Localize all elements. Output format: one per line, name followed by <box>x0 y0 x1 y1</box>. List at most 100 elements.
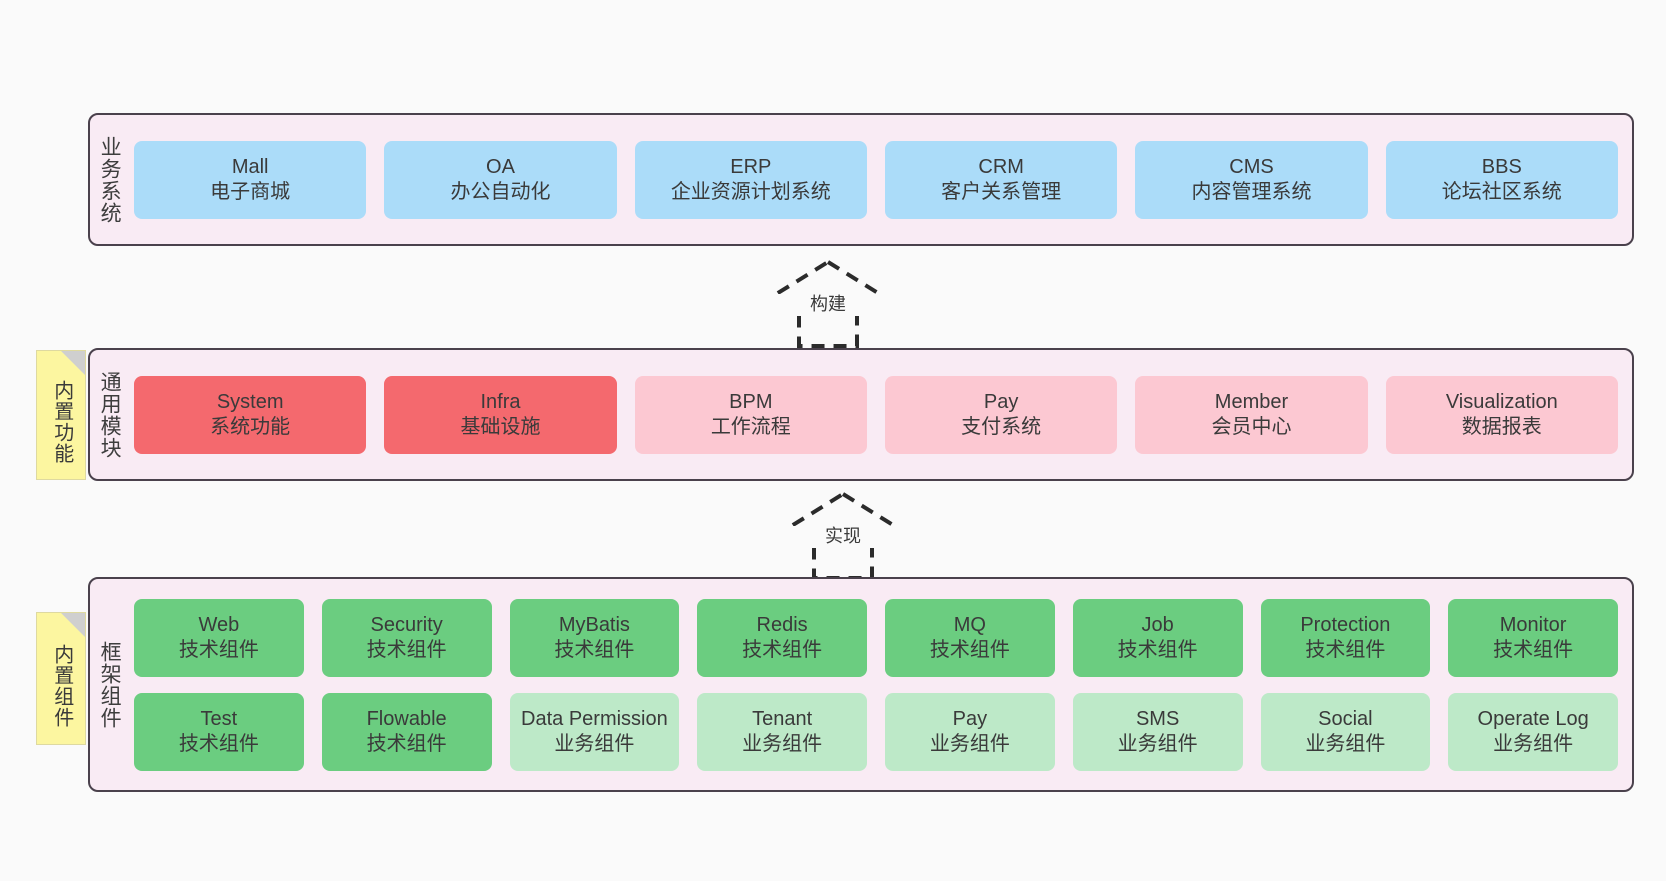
note-builtin-features: 内置功能 <box>36 350 86 480</box>
component-card-social[interactable]: Social 业务组件 <box>1260 692 1431 771</box>
component-card-subtitle: 业务组件 <box>742 732 823 755</box>
component-card-subtitle: 技术组件 <box>1305 638 1386 661</box>
component-card-data-permission[interactable]: Data Permission 业务组件 <box>509 692 680 771</box>
layer-framework-components-body: Web 技术组件 Security 技术组件 MyBatis 技术组件 Redi… <box>128 579 1632 790</box>
component-card-title: Monitor <box>1499 613 1567 636</box>
module-card-visualization[interactable]: Visualization 数据报表 <box>1385 375 1618 454</box>
layer-row: Test 技术组件 Flowable 技术组件 Data Permission … <box>134 692 1618 771</box>
component-card-subtitle: 技术组件 <box>929 638 1010 661</box>
module-card-oa[interactable]: OA 办公自动化 <box>384 140 617 219</box>
module-card-subtitle: 会员中心 <box>1211 415 1292 438</box>
layer-business-systems-body: Mall 电子商城 OA 办公自动化 ERP 企业资源计划系统 CRM 客户关系… <box>128 115 1632 244</box>
component-card-title: MyBatis <box>558 613 630 636</box>
layer-row: System 系统功能 Infra 基础设施 BPM 工作流程 Pay 支付系统… <box>134 375 1618 454</box>
connector-implement: 实现 <box>764 490 922 582</box>
module-card-mall[interactable]: Mall 电子商城 <box>134 140 367 219</box>
connector-build: 构建 <box>749 258 907 350</box>
module-card-subtitle: 电子商城 <box>210 180 291 203</box>
module-card-subtitle: 办公自动化 <box>450 180 551 203</box>
component-card-subtitle: 业务组件 <box>1493 732 1574 755</box>
layer-framework-components: 框架组件 Web 技术组件 Security 技术组件 MyBatis 技术组件… <box>88 577 1634 792</box>
layer-row: Web 技术组件 Security 技术组件 MyBatis 技术组件 Redi… <box>134 598 1618 677</box>
module-card-title: Visualization <box>1445 390 1558 413</box>
module-card-subtitle: 工作流程 <box>710 415 791 438</box>
component-card-monitor[interactable]: Monitor 技术组件 <box>1448 598 1618 677</box>
component-card-sms[interactable]: SMS 业务组件 <box>1072 692 1243 771</box>
component-card-subtitle: 技术组件 <box>1493 638 1574 661</box>
component-card-subtitle: 技术组件 <box>178 638 259 661</box>
module-card-erp[interactable]: ERP 企业资源计划系统 <box>634 140 867 219</box>
module-card-crm[interactable]: CRM 客户关系管理 <box>884 140 1118 219</box>
module-card-subtitle: 基础设施 <box>460 415 541 438</box>
module-card-subtitle: 系统功能 <box>210 415 291 438</box>
component-card-subtitle: 业务组件 <box>554 732 635 755</box>
component-card-title: Tenant <box>752 707 813 730</box>
component-card-subtitle: 业务组件 <box>1117 732 1198 755</box>
component-card-title: Pay <box>952 707 988 730</box>
component-card-title: Redis <box>756 613 808 636</box>
component-card-web[interactable]: Web 技术组件 <box>134 598 304 677</box>
component-card-subtitle: 业务组件 <box>929 732 1010 755</box>
component-card-title: Operate Log <box>1477 707 1589 730</box>
module-card-member[interactable]: Member 会员中心 <box>1135 375 1368 454</box>
component-card-subtitle: 技术组件 <box>554 638 635 661</box>
component-card-title: SMS <box>1135 707 1180 730</box>
component-card-subtitle: 技术组件 <box>366 638 447 661</box>
module-card-subtitle: 数据报表 <box>1461 415 1542 438</box>
note-fold-icon <box>61 351 85 375</box>
component-card-title: Web <box>198 613 240 636</box>
component-card-pay[interactable]: Pay 业务组件 <box>885 692 1055 771</box>
module-card-title: OA <box>486 155 515 178</box>
module-card-title: CMS <box>1229 155 1274 178</box>
module-card-cms[interactable]: CMS 内容管理系统 <box>1135 140 1368 219</box>
module-card-title: CRM <box>978 155 1024 178</box>
module-card-bpm[interactable]: BPM 工作流程 <box>634 375 867 454</box>
module-card-infra[interactable]: Infra 基础设施 <box>384 375 617 454</box>
component-card-operate-log[interactable]: Operate Log 业务组件 <box>1448 692 1618 771</box>
module-card-title: BPM <box>729 390 773 413</box>
component-card-security[interactable]: Security 技术组件 <box>321 598 492 677</box>
component-card-title: Test <box>200 707 238 730</box>
component-card-tenant[interactable]: Tenant 业务组件 <box>697 692 867 771</box>
component-card-subtitle: 技术组件 <box>742 638 823 661</box>
module-card-title: BBS <box>1481 155 1522 178</box>
component-card-flowable[interactable]: Flowable 技术组件 <box>321 692 492 771</box>
module-card-subtitle: 论坛社区系统 <box>1441 180 1562 203</box>
component-card-job[interactable]: Job 技术组件 <box>1072 598 1243 677</box>
layer-framework-components-label: 框架组件 <box>98 640 122 729</box>
module-card-subtitle: 客户关系管理 <box>941 180 1062 203</box>
component-card-title: Protection <box>1300 613 1391 636</box>
layer-business-systems-label: 业务系统 <box>98 135 122 224</box>
module-card-bbs[interactable]: BBS 论坛社区系统 <box>1385 140 1618 219</box>
note-builtin-features-label: 内置功能 <box>50 380 73 464</box>
component-card-title: Data Permission <box>521 707 668 730</box>
component-card-mq[interactable]: MQ 技术组件 <box>885 598 1055 677</box>
component-card-title: Flowable <box>366 707 447 730</box>
component-card-title: Social <box>1318 707 1373 730</box>
layer-row: Mall 电子商城 OA 办公自动化 ERP 企业资源计划系统 CRM 客户关系… <box>134 140 1618 219</box>
component-card-protection[interactable]: Protection 技术组件 <box>1260 598 1431 677</box>
layer-common-modules: 通用模块 System 系统功能 Infra 基础设施 BPM 工作流程 Pay… <box>88 348 1634 481</box>
layer-common-modules-body: System 系统功能 Infra 基础设施 BPM 工作流程 Pay 支付系统… <box>128 350 1632 479</box>
module-card-subtitle: 企业资源计划系统 <box>670 180 831 203</box>
component-card-mybatis[interactable]: MyBatis 技术组件 <box>509 598 680 677</box>
module-card-title: Pay <box>983 390 1019 413</box>
component-card-title: MQ <box>953 613 986 636</box>
module-card-pay[interactable]: Pay 支付系统 <box>884 375 1118 454</box>
module-card-title: Member <box>1214 390 1289 413</box>
component-card-subtitle: 技术组件 <box>178 732 259 755</box>
module-card-title: System <box>216 390 284 413</box>
module-card-subtitle: 支付系统 <box>961 415 1042 438</box>
note-builtin-components: 内置组件 <box>36 612 86 745</box>
component-card-subtitle: 业务组件 <box>1305 732 1386 755</box>
module-card-title: Mall <box>231 155 269 178</box>
layer-business-systems: 业务系统 Mall 电子商城 OA 办公自动化 ERP 企业资源计划系统 CRM… <box>88 113 1634 246</box>
note-builtin-components-label: 内置组件 <box>50 643 73 728</box>
module-card-system[interactable]: System 系统功能 <box>134 375 367 454</box>
note-fold-icon <box>61 613 85 637</box>
component-card-redis[interactable]: Redis 技术组件 <box>697 598 867 677</box>
component-card-title: Job <box>1141 613 1174 636</box>
component-card-subtitle: 技术组件 <box>366 732 447 755</box>
component-card-test[interactable]: Test 技术组件 <box>134 692 304 771</box>
